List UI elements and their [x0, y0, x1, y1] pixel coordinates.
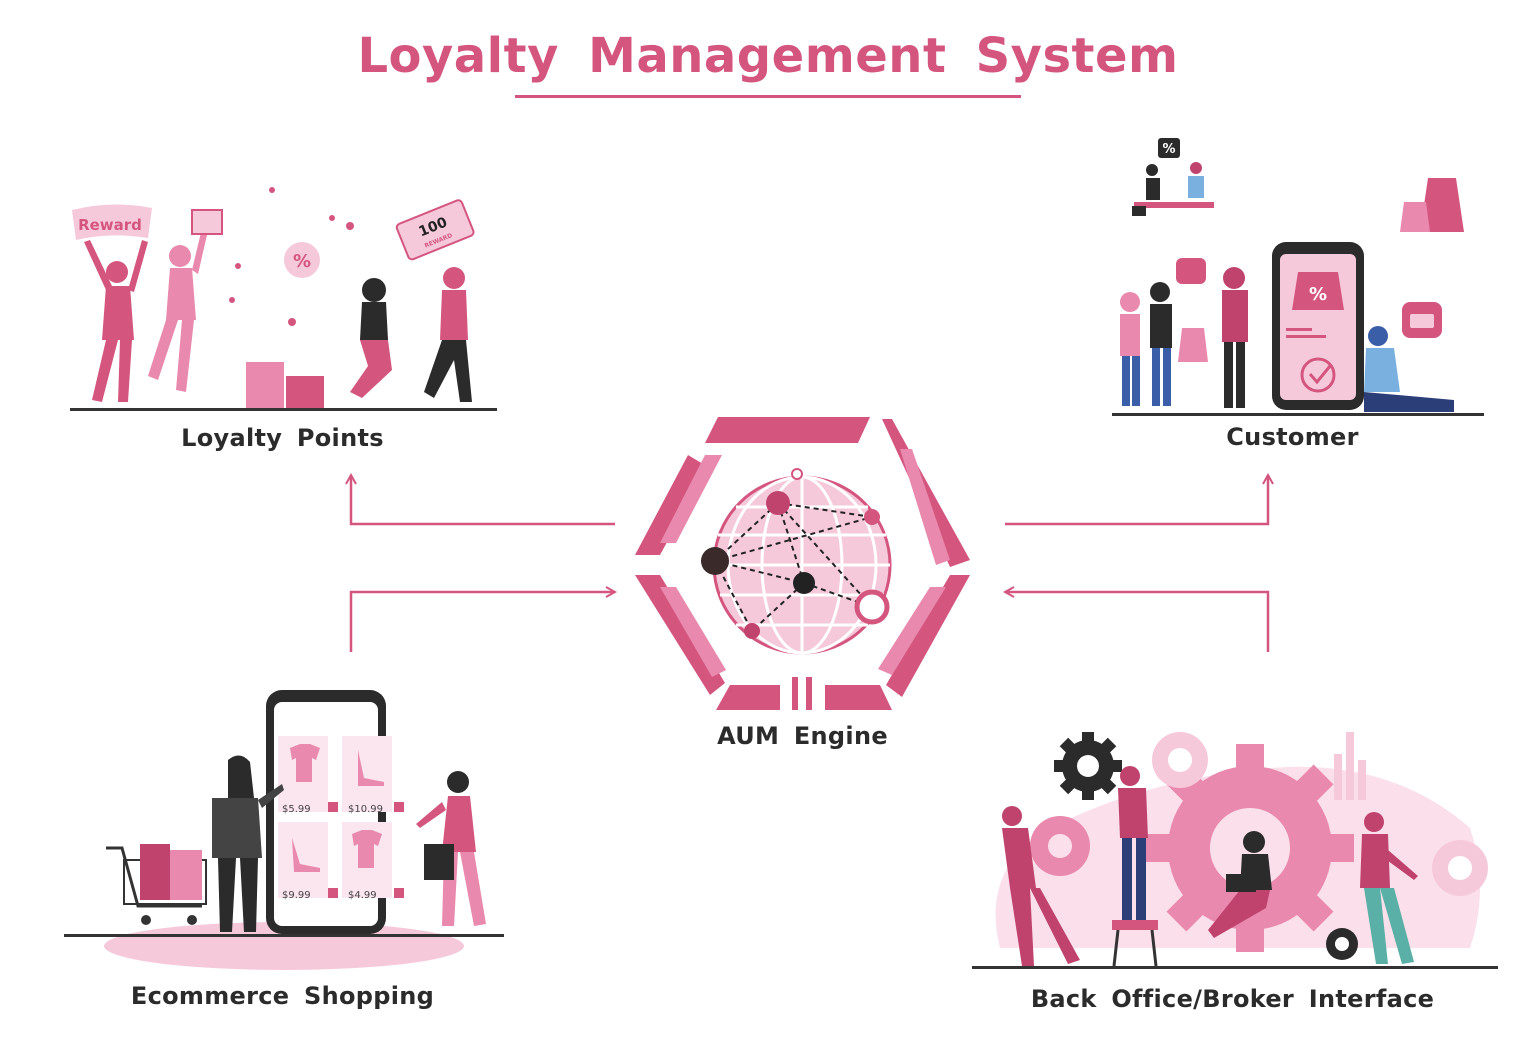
customer-label: Customer — [1226, 423, 1359, 451]
price-label: $5.99 — [282, 804, 311, 815]
svg-text:%: % — [1162, 142, 1175, 157]
ecommerce-shopping-illustration: $5.99 $10.99 $9.99 $4.99 — [64, 690, 504, 970]
page-title: Loyalty Management System — [357, 28, 1179, 84]
arrow-ecommerce-to-engine — [349, 592, 615, 652]
price-label: $10.99 — [348, 804, 383, 815]
arrow-engine-to-loyalty-points — [351, 475, 615, 526]
customer-illustration: % % — [1112, 138, 1484, 416]
price-label: $4.99 — [348, 890, 377, 901]
aum-engine-icon — [635, 417, 970, 710]
ecommerce-shopping-label: Ecommerce Shopping — [130, 982, 435, 1010]
svg-text:%: % — [293, 251, 311, 272]
svg-text:%: % — [1309, 284, 1327, 305]
title-underline — [515, 95, 1021, 98]
price-label: $9.99 — [282, 890, 311, 901]
reward-sign-text: Reward — [78, 216, 142, 234]
aum-engine-label: AUM Engine — [717, 722, 888, 750]
loyalty-points-label: Loyalty Points — [181, 424, 384, 452]
loyalty-points-illustration: Reward 100 REWARD % — [70, 187, 497, 411]
arrow-engine-to-customer — [1005, 475, 1268, 526]
back-office-label: Back Office/Broker Interface — [1030, 985, 1435, 1013]
arrow-backoffice-to-engine — [1005, 592, 1270, 652]
back-office-illustration — [972, 732, 1498, 969]
